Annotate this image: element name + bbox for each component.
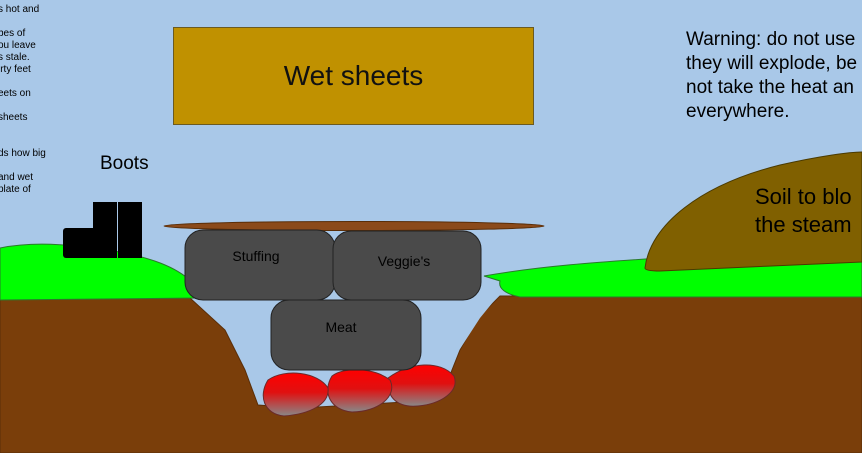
note-line <box>0 124 58 136</box>
warning-line: they will explode, be <box>686 53 858 74</box>
boots-icon <box>63 202 142 258</box>
hot-rock <box>387 364 456 407</box>
note-line: plate of <box>0 184 31 195</box>
warning-line: everywhere. <box>686 101 790 122</box>
soil-line: Soil to blo <box>755 184 852 209</box>
note-line <box>0 136 58 148</box>
warning-text: Warning: do not use they will explode, b… <box>686 28 857 124</box>
note-line: eets on <box>0 88 31 99</box>
note-line <box>0 16 58 28</box>
boots-label: Boots <box>100 153 149 174</box>
wet-sheets-label: Wet sheets <box>283 60 424 91</box>
note-line: ou leave <box>0 40 36 51</box>
stone-stuffing <box>184 229 336 301</box>
wet-sheets-box: Wet sheets <box>173 27 534 125</box>
note-line: and wet <box>0 172 34 183</box>
left-notes: s hot and bes of ou leave s stale. irty … <box>0 4 58 196</box>
soil-mound-label: Soil to blo the steam <box>755 183 852 239</box>
note-line <box>0 100 58 112</box>
note-line: bes of <box>0 28 26 39</box>
warning-line: Warning: do not use <box>686 29 856 50</box>
hot-rock <box>262 372 329 417</box>
sheet-plank <box>163 221 545 231</box>
note-line: sheets <box>0 112 28 123</box>
note-line: s hot and <box>0 4 40 15</box>
stone-meat <box>270 299 422 371</box>
stone-label-veggies: Veggie's <box>378 253 431 269</box>
soil-line: the steam <box>755 212 852 237</box>
note-line: s stale. <box>0 52 30 63</box>
note-line <box>0 76 58 88</box>
soil-mound <box>644 151 862 272</box>
note-line: ds how big <box>0 148 46 159</box>
stone-label-meat: Meat <box>325 319 356 335</box>
note-line: irty feet <box>0 64 31 75</box>
stone-label-stuffing: Stuffing <box>232 248 279 264</box>
warning-line: not take the heat an <box>686 77 854 98</box>
note-line <box>0 160 58 172</box>
